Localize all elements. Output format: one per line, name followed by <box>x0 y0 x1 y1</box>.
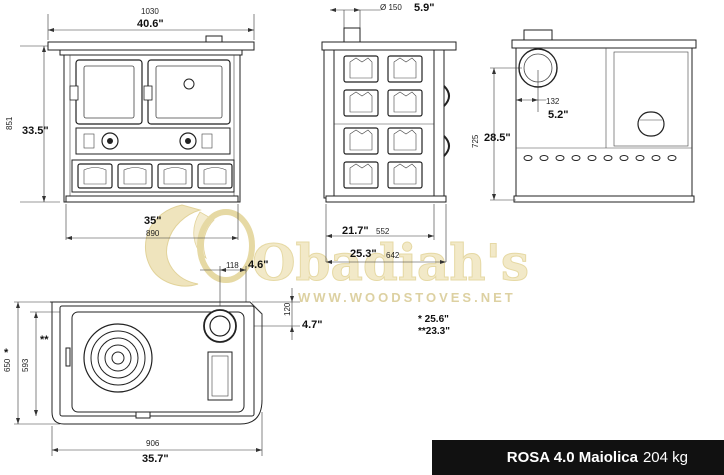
top-flue-back-in: 4.7" <box>302 319 323 331</box>
back-vent-holes <box>523 155 677 161</box>
side-flue-diameter: Ø 150 <box>380 3 402 12</box>
top-depth-body-mark: ** <box>40 334 49 346</box>
side-overall-depth-in: 25.3" <box>350 248 377 260</box>
top-flue-side-mm: 118 <box>226 261 239 270</box>
side-view: Ø 150 5.9" <box>321 2 457 264</box>
watermark: Obadiah's WWW.WOODSTOVES.NET <box>145 204 530 305</box>
top-depth-total-mm: 650 <box>3 358 12 372</box>
note-star: * 25.6" <box>418 314 449 325</box>
watermark-url: WWW.WOODSTOVES.NET <box>298 290 516 305</box>
front-view: 1030 40.6" 851 33.5" <box>5 7 255 240</box>
front-base-width-mm: 890 <box>146 229 160 238</box>
front-height-in: 33.5" <box>22 125 49 137</box>
side-overall-depth-mm: 642 <box>386 251 400 260</box>
side-tiles <box>343 55 423 189</box>
top-flue-side-in: 4.6" <box>248 259 269 271</box>
top-flue-back-mm: 120 <box>283 302 292 316</box>
model-name: ROSA 4.0 Maiolica <box>506 449 638 466</box>
back-view: 725 28.5" 132 5.2" <box>471 29 697 203</box>
front-width-in: 40.6" <box>137 18 164 30</box>
top-depth-body-mm: 593 <box>21 358 30 372</box>
watermark-flame-logo <box>145 204 255 287</box>
model-caption: ROSA 4.0 Maiolica 204 kg <box>432 440 724 475</box>
top-width-mm: 906 <box>146 439 160 448</box>
side-depth-mm: 552 <box>376 227 390 236</box>
side-depth-in: 21.7" <box>342 225 369 237</box>
top-view: 118 4.6" 120 4.7" <box>3 259 450 465</box>
back-flue-height-in: 28.5" <box>484 132 511 144</box>
front-base-width-in: 35" <box>144 215 161 227</box>
front-height-mm: 851 <box>5 116 14 130</box>
model-weight: 204 kg <box>642 449 688 466</box>
side-flue-diameter-in: 5.9" <box>414 2 435 14</box>
front-width-mm: 1030 <box>141 7 159 16</box>
top-depth-total-mark: * <box>4 347 9 359</box>
back-flue-offset-mm: 132 <box>546 97 560 106</box>
back-flue-offset-in: 5.2" <box>548 109 569 121</box>
back-flue-height-mm: 725 <box>471 134 480 148</box>
note-double-star: **23.3" <box>418 326 450 337</box>
top-width-in: 35.7" <box>142 453 169 465</box>
watermark-brand: Obadiah's <box>252 233 529 292</box>
